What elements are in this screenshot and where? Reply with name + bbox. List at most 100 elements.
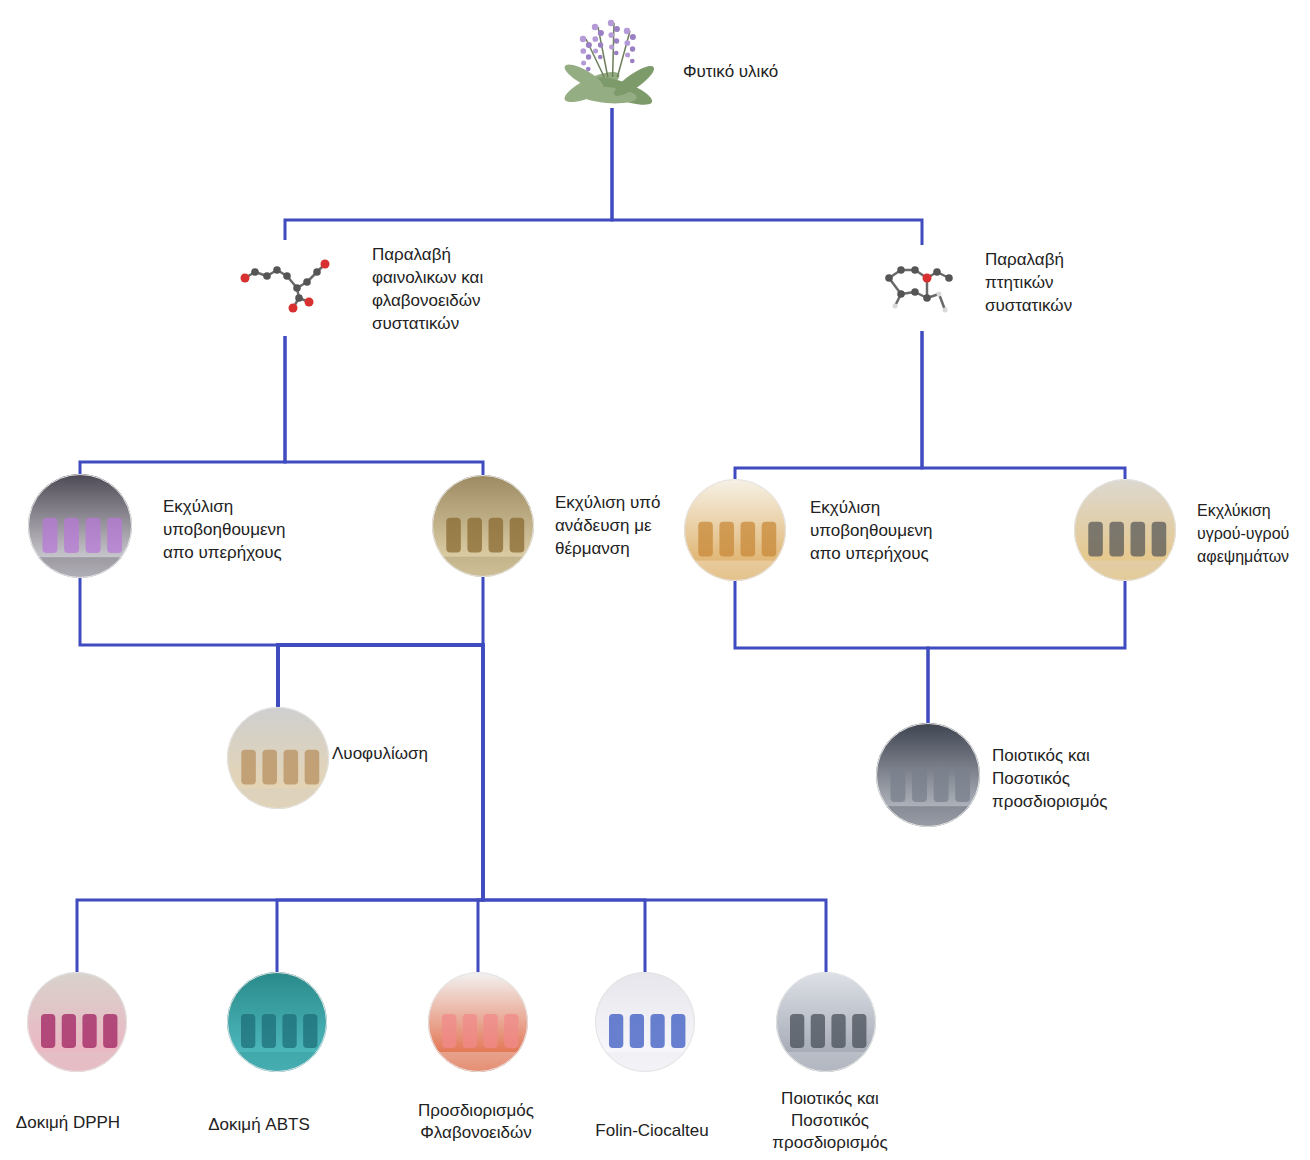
plant-flower bbox=[586, 42, 592, 48]
photo-band bbox=[227, 1052, 327, 1072]
plant-flower bbox=[614, 26, 620, 32]
photo-content bbox=[595, 972, 695, 1072]
plant-icon bbox=[569, 22, 655, 108]
photo-icon bbox=[1074, 479, 1176, 581]
photo-ground bbox=[684, 479, 786, 581]
photo-ground bbox=[595, 972, 695, 1072]
photo-ground bbox=[432, 475, 534, 577]
photo-object bbox=[103, 1014, 117, 1048]
connector-line bbox=[285, 108, 612, 240]
photo-object bbox=[262, 750, 277, 785]
flow-node: Εκχύλιση υποβοηθουμενη απο υπερήχους bbox=[28, 474, 313, 578]
photo-object bbox=[41, 1014, 55, 1048]
photo-rim bbox=[433, 476, 534, 577]
photo-rim bbox=[777, 973, 876, 1072]
photo-object bbox=[719, 522, 734, 557]
photo-object bbox=[1109, 522, 1124, 557]
photo-object bbox=[489, 518, 504, 553]
photo-rim bbox=[596, 973, 695, 1072]
connector-line bbox=[278, 577, 483, 707]
molecule-atom bbox=[321, 260, 330, 269]
photo-icon bbox=[227, 707, 329, 809]
photo-object bbox=[1131, 522, 1146, 557]
photo-ground bbox=[1074, 479, 1176, 581]
molecule-bond bbox=[939, 294, 945, 310]
photo-object bbox=[609, 1014, 623, 1048]
photo-rim bbox=[29, 475, 132, 578]
flow-node: Δοκιμή ABTS bbox=[199, 972, 327, 1136]
photo-rim bbox=[228, 973, 327, 1072]
photo-ground bbox=[428, 972, 528, 1072]
photo-content bbox=[28, 474, 132, 578]
photo-object bbox=[698, 522, 713, 557]
photo-icon bbox=[684, 479, 786, 581]
flow-node: Folin-Ciocalteu bbox=[582, 972, 722, 1142]
photo-object bbox=[504, 1014, 518, 1048]
photo-icon bbox=[227, 972, 327, 1072]
photo-icon bbox=[776, 972, 876, 1072]
photo-rim bbox=[877, 724, 980, 827]
photo-object bbox=[852, 1014, 866, 1048]
node-label: Προσδιορισμός Φλαβονοειδών bbox=[406, 1100, 546, 1144]
node-label: Εκχύλιση υποβοηθουμενη απο υπερήχους bbox=[163, 495, 313, 564]
flow-node: Ποιοτικός και Ποσοτικός προσδιορισμός bbox=[876, 723, 1122, 827]
plant-flower bbox=[598, 55, 603, 60]
node-label: Ποιοτικός και Ποσοτικός προσδιορισμός bbox=[992, 744, 1122, 813]
photo-object bbox=[62, 1014, 76, 1048]
flow-node: Παραλαβή φαινολικων και φλαβονοειδών συσ… bbox=[237, 240, 512, 336]
photo-rim bbox=[1075, 480, 1176, 581]
photo-band bbox=[432, 557, 534, 577]
flow-node: Λυοφυλίωση bbox=[227, 707, 452, 809]
photo-object bbox=[303, 1014, 317, 1048]
node-label: Ποιοτικός και Ποσοτικός προσδιορισμός bbox=[765, 1088, 895, 1154]
node-label: Εκχύλιση υποβοηθουμενη απο υπερήχους bbox=[810, 496, 960, 565]
photo-object bbox=[43, 518, 58, 553]
photo-object bbox=[671, 1014, 685, 1048]
photo-object bbox=[442, 1014, 456, 1048]
molecule-atom bbox=[937, 292, 942, 297]
node-label: Δοκιμή ABTS bbox=[199, 1114, 319, 1136]
photo-icon bbox=[876, 723, 980, 827]
photo-object bbox=[630, 1014, 644, 1048]
photo-object bbox=[282, 1014, 296, 1048]
connector-line bbox=[277, 645, 483, 972]
photo-ground bbox=[28, 474, 132, 578]
photo-object bbox=[955, 767, 970, 802]
flow-node: Δοκιμή DPPH bbox=[8, 972, 128, 1134]
photo-band bbox=[1074, 561, 1176, 581]
photo-content bbox=[227, 707, 329, 809]
photo-object bbox=[1152, 522, 1167, 557]
photo-band bbox=[227, 789, 329, 809]
molecule-atom bbox=[933, 268, 941, 276]
photo-object bbox=[891, 767, 906, 802]
photo-object bbox=[762, 522, 777, 557]
plant-flower bbox=[593, 48, 598, 53]
molecule-atom bbox=[945, 274, 953, 282]
photo-object bbox=[831, 1014, 845, 1048]
photo-ground bbox=[876, 723, 980, 827]
photo-rim bbox=[228, 708, 329, 809]
photo-band bbox=[595, 1052, 695, 1072]
molecule-atom bbox=[897, 266, 905, 274]
node-label: Δοκιμή DPPH bbox=[8, 1112, 128, 1134]
plant-flower bbox=[630, 59, 635, 64]
flow-node: Παραλαβή πτητικών συστατικών bbox=[879, 245, 1097, 331]
molecule-atom bbox=[911, 266, 919, 274]
photo-content bbox=[776, 972, 876, 1072]
photo-object bbox=[650, 1014, 664, 1048]
plant-flower bbox=[624, 40, 630, 46]
plant-stem bbox=[613, 23, 614, 77]
photo-object bbox=[241, 1014, 255, 1048]
molecule-atom bbox=[885, 274, 893, 282]
flow-node: Ποιοτικός και Ποσοτικός προσδιορισμός bbox=[765, 972, 895, 1154]
molecule-atom bbox=[943, 308, 948, 313]
plant-flower bbox=[630, 34, 636, 40]
plant-flower bbox=[614, 51, 619, 56]
molecule-atom bbox=[289, 304, 298, 313]
plant-stem bbox=[598, 27, 608, 77]
plant-flower bbox=[609, 44, 614, 49]
photo-object bbox=[305, 750, 320, 785]
plant-flower bbox=[592, 36, 598, 42]
connector-line bbox=[735, 581, 928, 723]
plant-flower bbox=[598, 42, 603, 47]
